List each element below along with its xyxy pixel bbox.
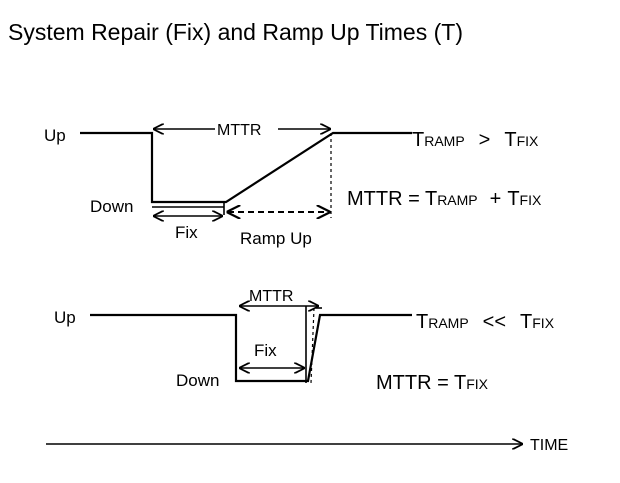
page-title: System Repair (Fix) and Ramp Up Times (T… [8,19,463,45]
diagram-1: Up Down MTTR Fix Ramp Up TRAMP>TFIX MTTR… [44,122,542,248]
d2-up-label: Up [54,308,76,327]
d2-relation: TRAMP<<TFIX [416,311,555,333]
d2-fix-label: Fix [254,341,277,360]
d2-down-label: Down [176,371,219,390]
d2-equation: MTTR = TFIX [376,372,489,394]
d1-ramp-label: Ramp Up [240,229,312,248]
d1-equation: MTTR = TRAMP+TFIX [347,188,542,210]
d1-signal-line [80,131,412,204]
d2-ramp-dotted [310,307,315,384]
d1-up-label: Up [44,126,66,145]
diagram-2: Up Down MTTR Fix TRAMP<<TFIX MTTR = TFIX [54,288,555,394]
d2-signal-line [90,313,412,383]
time-axis-label: TIME [530,437,568,454]
d1-relation: TRAMP>TFIX [412,129,539,151]
d1-down-label: Down [90,197,133,216]
d1-fix-label: Fix [175,223,198,242]
d2-mttr-label: MTTR [249,288,293,305]
d1-mttr-label: MTTR [217,122,261,139]
